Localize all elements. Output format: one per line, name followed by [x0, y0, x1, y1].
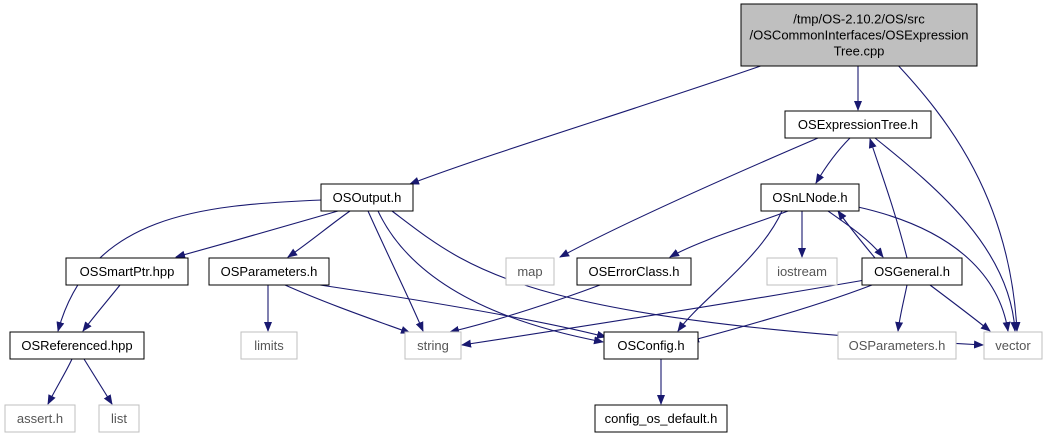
node-box [65, 257, 189, 286]
node-osparameters-h-missing: OSParameters.h [837, 331, 957, 360]
edge-ossmartptr_hpp-to-osreferenced_hpp [82, 284, 121, 332]
node-osgeneral-h[interactable]: OSGeneral.h [861, 257, 963, 286]
node-vector: vector [983, 331, 1043, 360]
edge-osoutput_h-to-osparameters_h [287, 210, 351, 258]
edge-osoutput_h-to-ossmartptr_hpp [175, 210, 339, 259]
node-label: list [111, 411, 127, 426]
node-iostream: iostream [766, 257, 838, 286]
edge-osreferenced_hpp-to-assert_h [47, 358, 73, 405]
node-label: OSConfig.h [617, 338, 684, 353]
node-label: OSSmartPtr.hpp [80, 264, 175, 279]
node-string: string [404, 331, 462, 360]
node-box [861, 257, 963, 286]
node-ossmartptr-hpp[interactable]: OSSmartPtr.hpp [65, 257, 189, 286]
node-assert-h: assert.h [4, 404, 76, 433]
node-box [208, 257, 330, 286]
node-box [983, 331, 1043, 360]
edge-osoutput_h-to-osconfig_h [377, 210, 604, 345]
node-label: map [517, 264, 542, 279]
node-osparameters-h[interactable]: OSParameters.h [208, 257, 330, 286]
edge-osexpressiontree_h-to-vector [874, 137, 1019, 332]
edge-osparameters_h-to-string [284, 284, 411, 334]
edge-osparameters_h-to-osconfig_h [319, 284, 607, 339]
node-label: OSParameters.h [849, 338, 946, 353]
node-box [576, 257, 692, 286]
edge-osgeneral_h-to-osparameters_h_missing [895, 284, 908, 332]
node-osreferenced-hpp[interactable]: OSReferenced.hpp [9, 331, 145, 360]
node-map: map [505, 257, 555, 286]
edge-osnlnode_h-to-osgeneral_h [827, 210, 884, 258]
edge-osreferenced_hpp-to-list [83, 358, 113, 405]
node-box [837, 331, 957, 360]
node-osoutput-h[interactable]: OSOutput.h [320, 183, 414, 212]
node-box [505, 257, 555, 286]
edge-osnlnode_h-to-osconfig_h [677, 210, 783, 332]
edge-osexpressiontree_h-to-map [559, 137, 819, 258]
node-label: vector [995, 338, 1031, 353]
edge-root-to-vector [892, 59, 1021, 332]
edge-osexpressiontree_h-to-osnlnode_h [815, 137, 851, 184]
node-label: /OSCommonInterfaces/OSExpression [750, 28, 969, 43]
node-osnlnode-h[interactable]: OSnLNode.h [760, 183, 860, 212]
node-label: OSReferenced.hpp [21, 338, 132, 353]
node-box [9, 331, 145, 360]
node-box [760, 183, 860, 212]
edge-oserrorclass_h-to-string [449, 284, 601, 334]
edge-osgeneral_h-to-osexpressiontree_h [868, 138, 908, 259]
edge-osoutput_h-to-osreferenced_hpp [56, 199, 323, 332]
node-label: assert.h [17, 411, 63, 426]
node-list: list [98, 404, 140, 433]
node-label: OSErrorClass.h [588, 264, 679, 279]
edge-osgeneral_h-to-osconfig_h [689, 284, 873, 343]
edges-layer [47, 59, 1021, 405]
node-box [404, 331, 462, 360]
node-label: OSGeneral.h [874, 264, 950, 279]
node-oserrorclass-h[interactable]: OSErrorClass.h [576, 257, 692, 286]
node-box [320, 183, 414, 212]
node-limits: limits [240, 331, 298, 360]
node-box [784, 110, 932, 139]
node-label: OSExpressionTree.h [798, 117, 918, 132]
edge-osgeneral_h-to-string [461, 279, 866, 348]
edge-osgeneral_h-to-vector [929, 284, 991, 332]
node-box [594, 404, 728, 433]
edge-osgeneral_h-to-osnlnode_h [837, 210, 876, 259]
node-label: iostream [777, 264, 827, 279]
node-label: /tmp/OS-2.10.2/OS/src [793, 12, 925, 27]
node-label: config_os_default.h [605, 411, 718, 426]
node-box [240, 331, 298, 360]
node-box [740, 3, 978, 67]
node-osexpressiontree-h[interactable]: OSExpressionTree.h [784, 110, 932, 139]
node-label: string [417, 338, 449, 353]
edge-osnlnode_h-to-vector [857, 206, 1011, 332]
node-box [766, 257, 838, 286]
edge-root-to-osoutput_h [409, 59, 779, 185]
node-label: OSnLNode.h [772, 190, 847, 205]
edge-osnlnode_h-to-oserrorclass_h [669, 210, 789, 258]
node-label: OSOutput.h [333, 190, 402, 205]
node-root[interactable]: /tmp/OS-2.10.2/OS/src/OSCommonInterfaces… [740, 3, 978, 67]
edge-osoutput_h-to-string [367, 210, 424, 332]
node-label: Tree.cpp [834, 44, 885, 59]
node-box [4, 404, 76, 433]
node-osconfig-h[interactable]: OSConfig.h [603, 331, 699, 360]
node-label: limits [254, 338, 284, 353]
node-box [603, 331, 699, 360]
node-box [98, 404, 140, 433]
node-config-os-default-h[interactable]: config_os_default.h [594, 404, 728, 433]
nodes-layer: /tmp/OS-2.10.2/OS/src/OSCommonInterfaces… [4, 3, 1043, 433]
edge-osoutput_h-to-vector [391, 210, 984, 349]
node-label: OSParameters.h [221, 264, 318, 279]
